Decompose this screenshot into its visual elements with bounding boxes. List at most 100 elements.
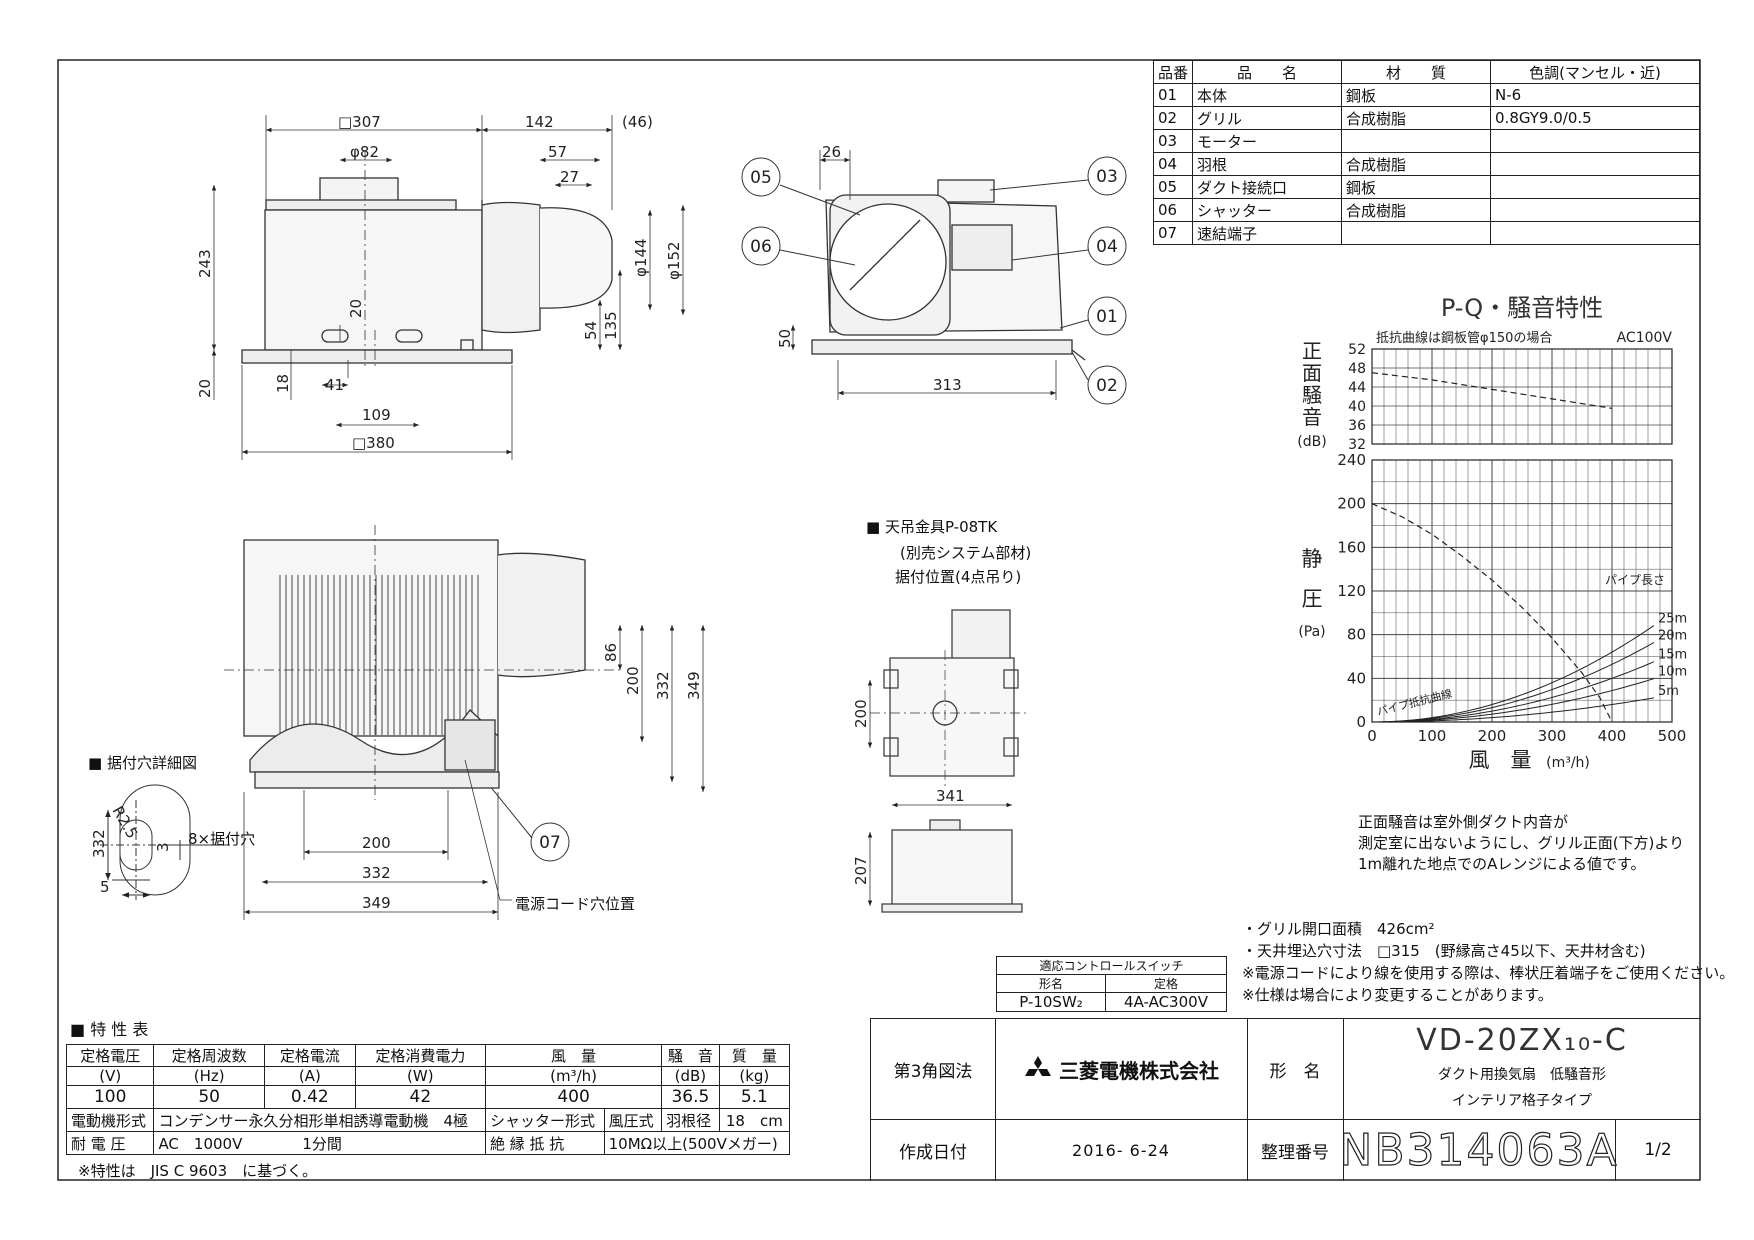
x-axis-unit: (m³/h): [1546, 755, 1590, 771]
x-tick-label: 100: [1418, 727, 1447, 745]
noise-y-label-char: 正: [1302, 339, 1322, 363]
part-name: グリル: [1192, 106, 1343, 130]
part-no: 07: [1152, 221, 1194, 245]
spec-withstand-value: AC 1000V 1分間: [153, 1131, 486, 1155]
note-line: ※電源コードにより線を使用する際は、棒状圧着端子をご使用ください。: [1242, 964, 1735, 982]
pq-y-label-char: 圧: [1302, 587, 1323, 611]
spec-table: 定格電圧 定格周波数 定格電流 定格消費電力 風 量 騒 音 質 量 (V) (…: [65, 1044, 791, 1155]
part-name: 本体: [1192, 83, 1343, 107]
callout-03: 03: [1096, 167, 1118, 187]
spec-shutter-label: シャッター形式: [484, 1108, 605, 1132]
spec-blade-value: 18 cm: [718, 1108, 791, 1132]
dim-w332: 332: [362, 864, 391, 882]
detail-title: ■ 据付穴詳細図: [88, 754, 197, 772]
dim-h20b: 20: [196, 379, 214, 398]
spec-unit: (kg): [718, 1066, 791, 1086]
noise-y-label-char: 面: [1302, 361, 1322, 385]
parts-header-no: 品番: [1152, 60, 1194, 84]
noise-y-tick-label: 44: [1348, 380, 1366, 396]
hanger-dimensions: [867, 680, 1012, 906]
callout-05: 05: [750, 168, 772, 188]
part-material: 合成樹脂: [1341, 152, 1492, 176]
model-cell: VD-20ZX₁₀-C ダクト用換気扇 低騒音形 インテリア格子タイプ: [1343, 1019, 1701, 1120]
spec-unit: (W): [354, 1066, 486, 1086]
resistance-label: パイプ抵抗曲線: [1375, 686, 1453, 718]
install-hole-detail: [100, 784, 230, 900]
dim-w200: 200: [362, 834, 391, 852]
x-tick-label: 500: [1658, 727, 1687, 745]
pq-curve: [1371, 503, 1613, 723]
noise-y-tick-label: 52: [1348, 342, 1366, 358]
pq-y-tick-label: 0: [1356, 713, 1366, 731]
parts-header-material: 材 質: [1341, 60, 1492, 84]
parts-header-row: 品番 品 名 材 質 色調(マンセル・近): [1152, 60, 1700, 84]
switch-header-model: 形名: [996, 974, 1106, 993]
pq-y-tick-label: 120: [1337, 582, 1366, 600]
part-name: モーター: [1192, 129, 1343, 153]
spec-motor-value: コンデンサー永久分相形単相誘導電動機 4極: [153, 1108, 486, 1132]
spec-insulation-label: 絶 縁 抵 抗: [484, 1131, 605, 1155]
note-line: ※仕様は場合により変更することがあります。: [1242, 986, 1553, 1004]
spec-withstand-label: 耐 電 圧: [65, 1131, 155, 1155]
spec-value: 0.42: [263, 1085, 356, 1109]
noise-y-label-char: 騒: [1302, 383, 1322, 407]
date-value: 2016- 6-24: [995, 1119, 1248, 1181]
side-view: [811, 179, 1086, 361]
mitsubishi-logo-icon: [1025, 1056, 1051, 1076]
x-tick-label: 200: [1478, 727, 1507, 745]
spec-header: 騒 音: [661, 1044, 720, 1067]
spec-motor-label: 電動機形式: [65, 1108, 155, 1132]
model-desc1: ダクト用換気扇 低騒音形: [1438, 1067, 1606, 1083]
sheet-frame: [57, 59, 1701, 1181]
pq-y-tick-label: 40: [1347, 669, 1366, 687]
dim-w18: 18: [274, 374, 292, 393]
callout-01: 01: [1096, 307, 1118, 327]
dim-h135: 135: [602, 311, 620, 340]
spec-withstand-row: 耐 電 圧 AC 1000V 1分間 絶 縁 抵 抗 10MΩ以上(500Vメガ…: [65, 1131, 791, 1155]
noise-y-label-char: 音: [1302, 405, 1322, 429]
callout-04: 04: [1096, 237, 1118, 257]
noise-plot-frame: [1371, 348, 1673, 445]
switch-header-rating: 定格: [1105, 974, 1227, 993]
pq-y-tick-label: 80: [1347, 626, 1366, 644]
number-label: 整理番号: [1247, 1119, 1344, 1181]
spec-motor-row: 電動機形式 コンデンサー永久分相形単相誘導電動機 4極 シャッター形式 風圧式 …: [65, 1108, 791, 1132]
part-name: 速結端子: [1192, 221, 1343, 245]
dim-hanger-h207: 207: [852, 856, 870, 885]
pq-plot-frame: [1371, 459, 1673, 723]
parts-header-name: 品 名: [1192, 60, 1343, 84]
title-block: 第3角図法 三菱電機株式会社 形 名 VD-20ZX₁₀-C ダクト用換気扇 低…: [870, 1018, 1701, 1181]
spec-header: 定格電流: [263, 1044, 356, 1067]
spec-value: 50: [153, 1085, 265, 1109]
part-no: 05: [1152, 175, 1194, 199]
model-desc2: インテリア格子タイプ: [1452, 1093, 1592, 1109]
part-no: 01: [1152, 83, 1194, 107]
spec-value: 400: [484, 1085, 663, 1109]
resistance-curve-label: 25m: [1658, 612, 1687, 627]
part-material: 合成樹脂: [1341, 198, 1492, 222]
resistance-curve: [1371, 641, 1655, 723]
dim-h200: 200: [624, 666, 642, 695]
dim-h54: 54: [582, 321, 600, 340]
noise-y-tick-label: 40: [1348, 399, 1366, 415]
noise-curve: [1371, 372, 1613, 409]
spec-value-row: 100 50 0.42 42 400 36.5 5.1: [65, 1085, 791, 1109]
part-no: 06: [1152, 198, 1194, 222]
model-number: VD-20ZX₁₀-C: [1416, 1023, 1628, 1058]
spec-header: 定格周波数: [153, 1044, 265, 1067]
noise-y-tick-label: 32: [1348, 437, 1366, 453]
dim-detail-h3: 3: [154, 842, 172, 852]
resistance-curve-label: 15m: [1658, 648, 1687, 663]
spec-unit: (dB): [661, 1066, 720, 1086]
spec-header: 質 量: [718, 1044, 791, 1067]
resistance-curve-label: 20m: [1658, 628, 1687, 643]
part-no: 03: [1152, 129, 1194, 153]
note-line: ・グリル開口面積 426cm²: [1242, 920, 1435, 938]
pq-y-tick-label: 160: [1337, 538, 1366, 556]
dim-h243: 243: [196, 249, 214, 278]
